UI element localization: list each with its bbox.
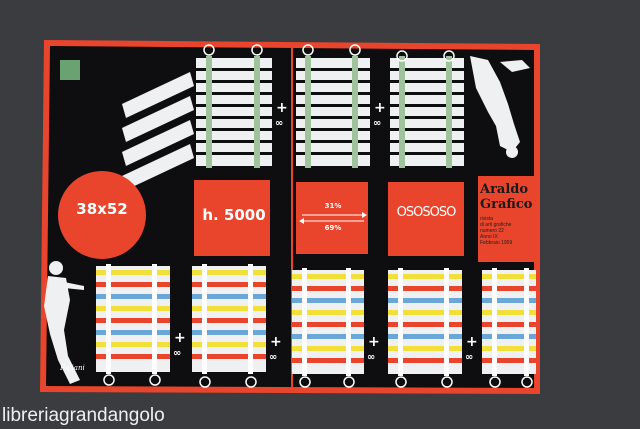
red-square-logo bbox=[388, 182, 464, 256]
meta-line: rivista bbox=[480, 216, 494, 222]
angled-slats bbox=[122, 72, 194, 190]
bottom-pallets bbox=[96, 264, 536, 388]
svg-text:∞: ∞ bbox=[173, 348, 181, 359]
classical-figure-top bbox=[470, 56, 530, 158]
classical-figure-bottom bbox=[44, 261, 84, 384]
percent-top-label: 31% bbox=[324, 202, 342, 210]
arrow-left-head-icon bbox=[299, 218, 304, 224]
meta-line: di arti grafiche bbox=[480, 222, 512, 228]
logo-text: OSOSOSO bbox=[396, 205, 457, 220]
top-pallets bbox=[196, 44, 464, 168]
height-label: h. 5000 bbox=[202, 206, 266, 224]
meta-line: Febbraio 1959 bbox=[480, 240, 513, 246]
red-square-percent bbox=[296, 182, 368, 254]
svg-text:+: + bbox=[276, 100, 288, 116]
publisher-square bbox=[60, 60, 80, 80]
svg-text:∞: ∞ bbox=[275, 118, 283, 129]
meta-line: numero 22 bbox=[480, 228, 504, 234]
svg-text:+: + bbox=[374, 100, 386, 116]
bottom-pallet bbox=[292, 268, 364, 388]
bottom-pallet bbox=[96, 264, 170, 386]
svg-text:∞: ∞ bbox=[367, 352, 375, 363]
bottom-pallet bbox=[388, 268, 462, 388]
svg-text:∞: ∞ bbox=[373, 118, 381, 129]
bottom-pallet bbox=[192, 264, 266, 388]
title-line-2: Grafico bbox=[480, 197, 533, 212]
plus-infinity-marks-top: + ∞ + ∞ bbox=[275, 100, 386, 129]
svg-text:+: + bbox=[466, 334, 478, 350]
title-line-1: Araldo bbox=[480, 182, 529, 197]
red-circle bbox=[58, 171, 146, 259]
plus-infinity-marks-bottom: + ∞ + ∞ + ∞ + ∞ bbox=[173, 330, 478, 363]
red-square-title bbox=[478, 176, 538, 262]
artist-signature: Fujiani bbox=[60, 364, 85, 372]
meta-line: Anno IX bbox=[480, 234, 498, 240]
percent-bottom-label: 69% bbox=[324, 224, 342, 232]
svg-text:∞: ∞ bbox=[465, 352, 473, 363]
svg-text:+: + bbox=[270, 334, 282, 350]
bottom-pallet bbox=[482, 268, 536, 388]
svg-text:+: + bbox=[368, 334, 380, 350]
magazine-cover: + ∞ + ∞ bbox=[40, 40, 540, 394]
size-label: 38x52 bbox=[76, 200, 128, 218]
svg-text:+: + bbox=[174, 330, 186, 346]
red-square-height bbox=[194, 180, 270, 256]
arrow-right-head-icon bbox=[362, 212, 367, 218]
watermark-text: libreriagrandangolo bbox=[2, 405, 165, 426]
magazine-title: Araldo Grafico bbox=[480, 182, 538, 212]
svg-text:∞: ∞ bbox=[269, 352, 277, 363]
